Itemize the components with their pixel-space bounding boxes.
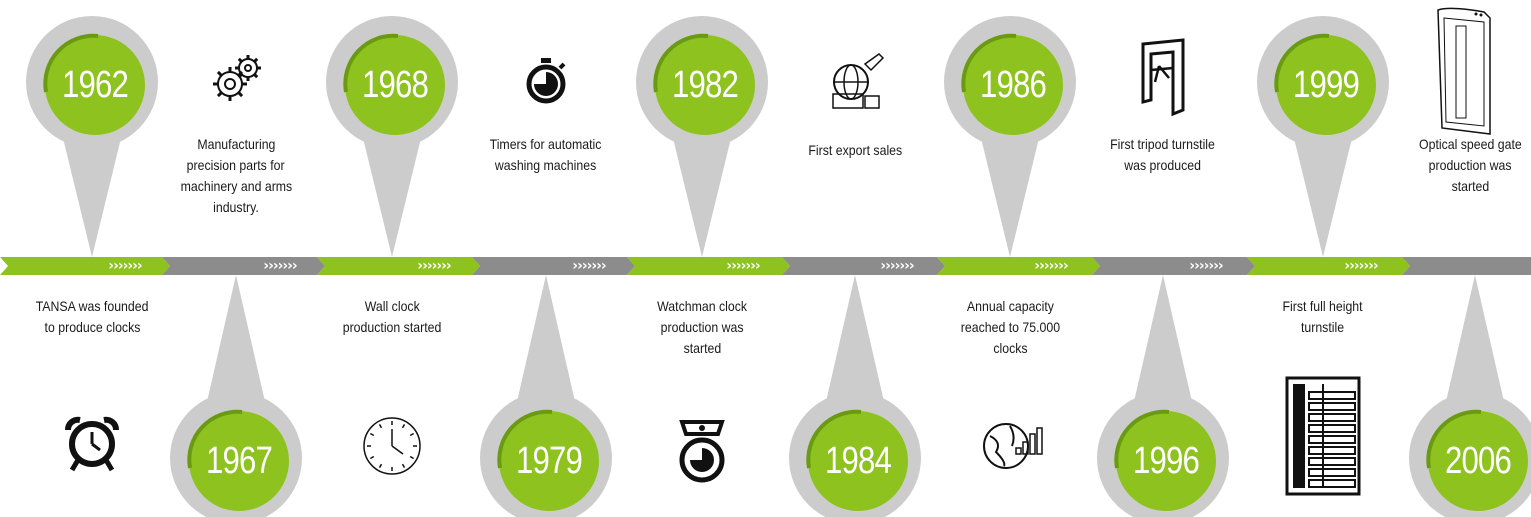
year-pin-1979 xyxy=(480,275,612,517)
year-label: 1967 xyxy=(205,440,273,482)
pin-inner-disk xyxy=(499,411,599,511)
pin-inner-disk xyxy=(1276,35,1376,135)
timeline-segment xyxy=(627,257,790,275)
pin-tail xyxy=(62,134,122,257)
pin-inner-disk xyxy=(963,35,1063,135)
year-label: 1986 xyxy=(979,64,1047,106)
pin-inner-disk xyxy=(1428,411,1528,511)
year-label: 1962 xyxy=(61,64,129,106)
timeline-arrows: ››››››› xyxy=(572,258,606,274)
timeline-arrows: ››››››› xyxy=(263,258,297,274)
pin-shade xyxy=(653,33,709,93)
pin-shade xyxy=(806,409,862,469)
timeline-segment xyxy=(0,257,170,275)
year-label: 1979 xyxy=(515,440,583,482)
year-pin-1968 xyxy=(326,16,458,257)
timeline-arrows: ››››››› xyxy=(1344,258,1378,274)
pin-inner-disk xyxy=(655,35,755,135)
timeline-arrows: ››››››› xyxy=(1189,258,1223,274)
timeline-segment xyxy=(1402,257,1531,275)
alarm-clock-icon xyxy=(65,416,119,472)
year-pin-1982 xyxy=(636,16,768,257)
pin-shade xyxy=(1114,409,1170,469)
pin-shade xyxy=(1274,33,1330,93)
wall-clock-icon xyxy=(363,417,421,475)
pin-tail xyxy=(516,275,576,406)
pin-tail xyxy=(1445,275,1505,406)
year-label: 1968 xyxy=(361,64,429,106)
pin-tail xyxy=(362,134,422,257)
milestone-caption: First export sales xyxy=(808,142,902,158)
pin-shade xyxy=(1426,409,1482,469)
timeline-arrows: ››››››› xyxy=(880,258,914,274)
pin-inner-disk xyxy=(345,35,445,135)
pin-shade xyxy=(343,33,399,93)
pin-shade xyxy=(497,409,553,469)
year-label: 2006 xyxy=(1444,440,1512,482)
timeline-arrows: ››››››› xyxy=(726,258,760,274)
timeline-segment xyxy=(937,257,1100,275)
year-pin-1986 xyxy=(944,16,1076,257)
full-height-turnstile-icon xyxy=(1285,376,1361,496)
year-pin-2006 xyxy=(1409,275,1531,517)
pin-tail xyxy=(825,275,885,406)
timeline-segment xyxy=(1247,257,1410,275)
year-label: 1984 xyxy=(824,440,892,482)
tripod-turnstile-icon xyxy=(1141,38,1185,117)
pin-tail xyxy=(980,134,1040,257)
pin-inner-disk xyxy=(1116,411,1216,511)
timeline-segment xyxy=(162,257,325,275)
year-pin-1967 xyxy=(170,275,302,517)
pin-inner-disk xyxy=(189,411,289,511)
speed-gate-icon xyxy=(1437,7,1491,135)
timeline-segment xyxy=(1092,257,1255,275)
pin-shade xyxy=(43,33,99,93)
timeline-segment xyxy=(317,257,480,275)
timeline-arrows: ››››››› xyxy=(1034,258,1068,274)
year-pin-1996 xyxy=(1097,275,1229,517)
stopwatch-icon xyxy=(526,58,566,104)
year-pin-1999 xyxy=(1257,16,1389,257)
year-pin-1962 xyxy=(26,16,158,257)
timeline-arrows: ››››››› xyxy=(108,258,142,274)
year-label: 1999 xyxy=(1292,64,1360,106)
timeline-segment xyxy=(472,257,635,275)
year-label: 1982 xyxy=(671,64,739,106)
pin-inner-disk xyxy=(45,35,145,135)
timeline-segment xyxy=(782,257,945,275)
timeline-arrows: ››››››› xyxy=(417,258,451,274)
gears-icon xyxy=(213,55,261,101)
pin-tail xyxy=(1133,275,1193,406)
pin-shade xyxy=(961,33,1017,93)
pin-inner-disk xyxy=(808,411,908,511)
pin-tail xyxy=(206,275,266,406)
globe-chart-icon xyxy=(983,423,1043,469)
pin-tail xyxy=(1293,134,1353,257)
pin-shade xyxy=(187,409,243,469)
year-label: 1996 xyxy=(1132,440,1200,482)
globe-export-icon xyxy=(832,53,885,109)
watchman-clock-icon xyxy=(679,420,725,483)
year-pin-1984 xyxy=(789,275,921,517)
pin-tail xyxy=(672,134,732,257)
